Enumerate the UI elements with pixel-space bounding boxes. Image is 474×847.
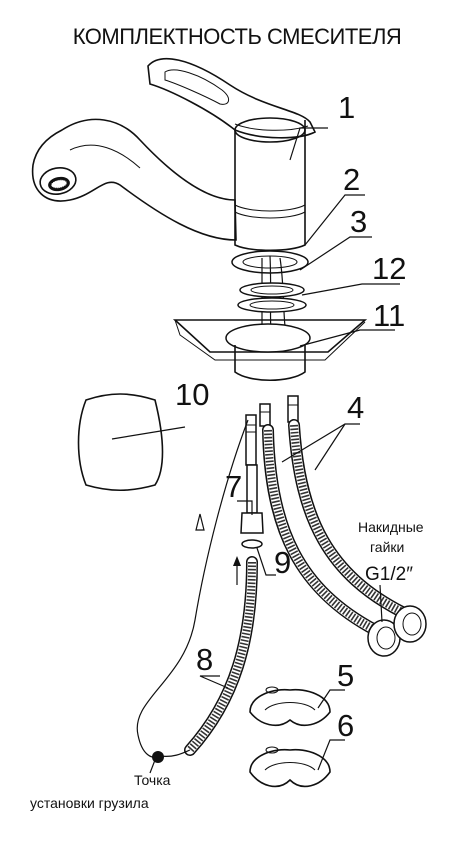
callout-12: 12 xyxy=(372,251,406,286)
leader-lines xyxy=(199,127,400,771)
studs xyxy=(245,395,299,466)
faucet-body xyxy=(31,58,317,251)
callout-11: 11 xyxy=(373,298,405,333)
mounting-plate xyxy=(172,319,368,381)
pull-out-hose xyxy=(184,556,258,756)
callout-10: 10 xyxy=(175,377,209,412)
nuts-note-line1: Накидные xyxy=(358,519,424,535)
weight-wire xyxy=(136,419,249,774)
clip-5 xyxy=(249,686,331,727)
weight-note-line2: установки грузила xyxy=(30,795,149,811)
callout-2: 2 xyxy=(343,162,360,197)
weight-note-line1: Точка xyxy=(134,772,171,788)
callout-6: 6 xyxy=(337,708,354,743)
callout-8: 8 xyxy=(196,642,213,677)
callout-4: 4 xyxy=(347,390,364,425)
callout-numbers: 1 2 3 12 11 10 4 7 9 8 5 6 xyxy=(175,90,406,743)
washers xyxy=(237,282,307,313)
clip-6 xyxy=(249,746,331,788)
callout-7: 7 xyxy=(225,469,242,504)
nuts-note-line2: гайки xyxy=(370,539,404,555)
callout-5: 5 xyxy=(337,658,354,693)
weight-point-dot xyxy=(152,751,164,763)
callout-9: 9 xyxy=(274,545,291,580)
callout-3: 3 xyxy=(350,204,367,239)
connection-hoses xyxy=(262,419,408,636)
small-washer xyxy=(241,539,263,549)
thread-size-label: G1/2″ xyxy=(365,564,413,585)
diagram-title: КОМПЛЕКТНОСТЬ СМЕСИТЕЛЯ xyxy=(73,24,402,49)
gasket-sleeve xyxy=(77,393,186,491)
callout-1: 1 xyxy=(338,90,355,125)
union-nuts xyxy=(367,605,427,657)
